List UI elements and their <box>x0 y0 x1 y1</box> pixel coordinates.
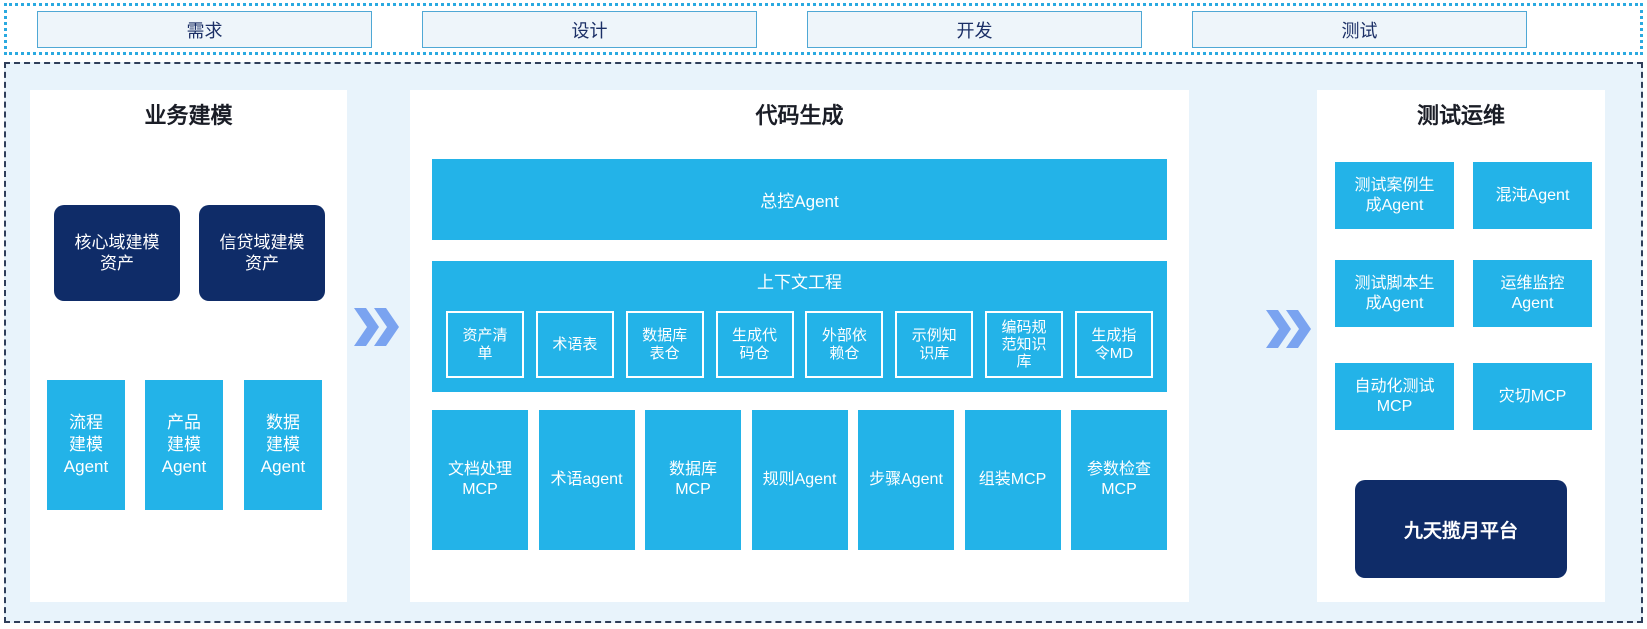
phase-label: 开发 <box>956 20 993 41</box>
product-modeling-agent-box: 产品 建模 Agent <box>145 380 223 510</box>
automated-testing-mcp-box: 自动化测试 MCP <box>1335 363 1454 430</box>
generated-code-repo-box: 生成代 码仓 <box>715 311 794 378</box>
database-mcp-box: 数据库 MCP <box>645 410 741 550</box>
chaos-agent-box: 混沌Agent <box>1473 162 1592 229</box>
box-label: 数据库 表仓 <box>642 327 688 362</box>
coding-standard-knowledge-base-box: 编码规 范知识 库 <box>985 311 1064 378</box>
box-label: 步骤Agent <box>869 471 943 488</box>
box-label: 自动化测试 MCP <box>1354 377 1435 415</box>
box-label: 核心域建模 资产 <box>74 232 160 273</box>
box-label: 九天揽月平台 <box>1403 520 1518 542</box>
box-label: 文档处理 MCP <box>447 461 512 498</box>
box-label: 资产清 单 <box>462 327 508 362</box>
database-table-repo-box: 数据库 表仓 <box>625 311 704 378</box>
phase-requirements: 需求 <box>37 11 372 48</box>
test-case-generation-agent-box: 测试案例生 成Agent <box>1335 162 1454 229</box>
box-label: 流程 建模 Agent <box>63 412 109 477</box>
panel-title-test-ops: 测试运维 <box>1416 103 1505 128</box>
phase-design: 设计 <box>422 11 757 48</box>
panel-title-business-modeling: 业务建模 <box>144 103 233 128</box>
glossary-agent-box: 术语agent <box>538 410 635 550</box>
process-modeling-agent-box: 流程 建模 Agent <box>47 380 125 510</box>
ops-monitoring-agent-box: 运维监控 Agent <box>1473 260 1592 327</box>
credit-domain-modeling-assets-box: 信贷域建模 资产 <box>199 205 325 301</box>
phase-label: 需求 <box>186 20 223 41</box>
box-label: 灾切MCP <box>1498 387 1567 405</box>
box-label: 测试脚本生 成Agent <box>1354 274 1435 312</box>
glossary-box: 术语表 <box>535 311 614 378</box>
box-label: 生成代 码仓 <box>732 327 778 362</box>
box-label: 产品 建模 Agent <box>161 412 207 477</box>
box-label: 测试案例生 成Agent <box>1354 176 1435 214</box>
double-chevron-right-icon <box>354 308 400 346</box>
phase-development: 开发 <box>807 11 1142 48</box>
box-label: 生成指 令MD <box>1091 327 1137 362</box>
box-label: 信贷域建模 资产 <box>219 232 305 273</box>
assembly-mcp-box: 组装MCP <box>964 410 1061 550</box>
box-label: 规则Agent <box>762 471 837 488</box>
context-engineering-box: 上下文工程 资产清 单 术语表 数据库 表仓 生成代 码仓 外部 <box>432 261 1167 392</box>
asset-list-box: 资产清 单 <box>446 311 524 378</box>
rule-agent-box: 规则Agent <box>751 410 848 550</box>
data-modeling-agent-box: 数据 建模 Agent <box>244 380 322 510</box>
jiutian-lanyue-platform-box: 九天揽月平台 <box>1355 480 1567 578</box>
disaster-switch-mcp-box: 灾切MCP <box>1473 363 1592 430</box>
phase-testing: 测试 <box>1192 11 1527 48</box>
external-dependency-repo-box: 外部依 赖仓 <box>805 311 884 378</box>
box-label: 术语agent <box>550 471 623 488</box>
box-label: 编码规 范知识 库 <box>1001 318 1047 371</box>
panel-test-ops: 测试运维 测试案例生 成Agent 混沌Agent 测试脚本生 成Agent 运… <box>1317 90 1605 602</box>
panel-code-generation: 代码生成 总控Agent 上下文工程 资产清 单 术语表 数据库 表仓 <box>410 90 1189 602</box>
context-engineering-items: 资产清 单 术语表 数据库 表仓 生成代 码仓 外部依 赖仓 <box>432 311 1167 378</box>
master-control-agent-bar: 总控Agent <box>432 159 1167 240</box>
box-label: 数据 建模 Agent <box>260 412 306 477</box>
phase-label: 设计 <box>571 20 608 41</box>
panel-title-code-generation: 代码生成 <box>755 103 844 128</box>
box-label: 组装MCP <box>978 471 1047 488</box>
box-label: 参数检查 MCP <box>1086 461 1151 498</box>
bar-label: 总控Agent <box>760 192 839 211</box>
core-domain-modeling-assets-box: 核心域建模 资产 <box>54 205 180 301</box>
box-label: 数据库 MCP <box>668 461 717 498</box>
context-engineering-title: 上下文工程 <box>757 273 842 292</box>
generation-instruction-md-box: 生成指 令MD <box>1074 311 1153 378</box>
box-label: 示例知 识库 <box>911 327 957 362</box>
phase-label: 测试 <box>1341 20 1378 41</box>
worker-agents-row: 文档处理 MCP 术语agent 数据库 MCP 规则Agent 步骤Agent… <box>432 410 1167 550</box>
double-chevron-right-icon <box>1266 310 1312 348</box>
phase-strip: 需求 设计 开发 测试 <box>4 3 1643 55</box>
test-script-generation-agent-box: 测试脚本生 成Agent <box>1335 260 1454 327</box>
parameter-check-mcp-box: 参数检查 MCP <box>1071 410 1167 550</box>
example-knowledge-base-box: 示例知 识库 <box>895 311 974 378</box>
document-processing-mcp-box: 文档处理 MCP <box>432 410 528 550</box>
box-label: 运维监控 Agent <box>1500 274 1565 312</box>
main-container: 业务建模 核心域建模 资产 信贷域建模 资产 流程 建模 Agent 产品 建模… <box>4 62 1643 623</box>
step-agent-box: 步骤Agent <box>858 410 954 550</box>
box-label: 术语表 <box>552 335 598 353</box>
box-label: 混沌Agent <box>1495 186 1570 204</box>
panel-business-modeling: 业务建模 核心域建模 资产 信贷域建模 资产 流程 建模 Agent 产品 建模… <box>30 90 347 602</box>
box-label: 外部依 赖仓 <box>821 327 867 362</box>
